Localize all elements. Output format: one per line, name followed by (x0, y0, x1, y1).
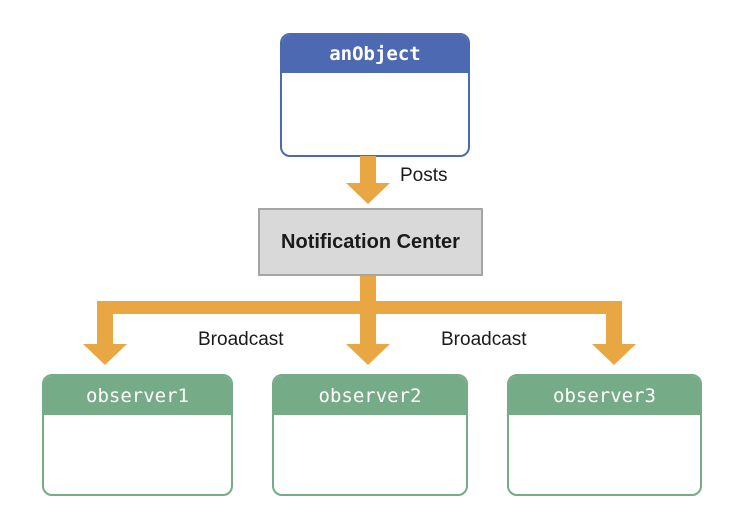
node-anobject-label: anObject (329, 43, 421, 65)
node-observer2-header: observer2 (274, 376, 466, 415)
broadcast-left-shaft (97, 301, 113, 345)
node-observer3-label: observer3 (553, 384, 656, 407)
broadcast-right-arrow-head-icon (592, 344, 636, 365)
broadcast-right-label: Broadcast (441, 329, 527, 350)
node-anobject-header: anObject (282, 35, 468, 73)
node-observer3: observer3 (507, 374, 702, 496)
node-anobject: anObject (280, 33, 470, 157)
broadcast-left-arrow-head-icon (83, 344, 127, 365)
node-observer2: observer2 (272, 374, 468, 496)
broadcast-horizontal-bar (97, 301, 622, 314)
node-notification-center: Notification Center (258, 208, 483, 276)
node-observer2-label: observer2 (318, 384, 422, 407)
node-notification-center-label: Notification Center (281, 230, 460, 253)
posts-arrow-shaft (360, 156, 376, 184)
node-observer1-header: observer1 (44, 376, 231, 415)
broadcast-right-shaft (606, 301, 622, 345)
posts-label: Posts (400, 165, 448, 186)
broadcast-mid-arrow-head-icon (346, 344, 390, 365)
posts-arrow-head-icon (346, 183, 390, 204)
node-observer1: observer1 (42, 374, 233, 496)
node-observer3-header: observer3 (509, 376, 700, 415)
node-observer1-label: observer1 (86, 384, 189, 407)
broadcast-left-label: Broadcast (198, 329, 284, 350)
